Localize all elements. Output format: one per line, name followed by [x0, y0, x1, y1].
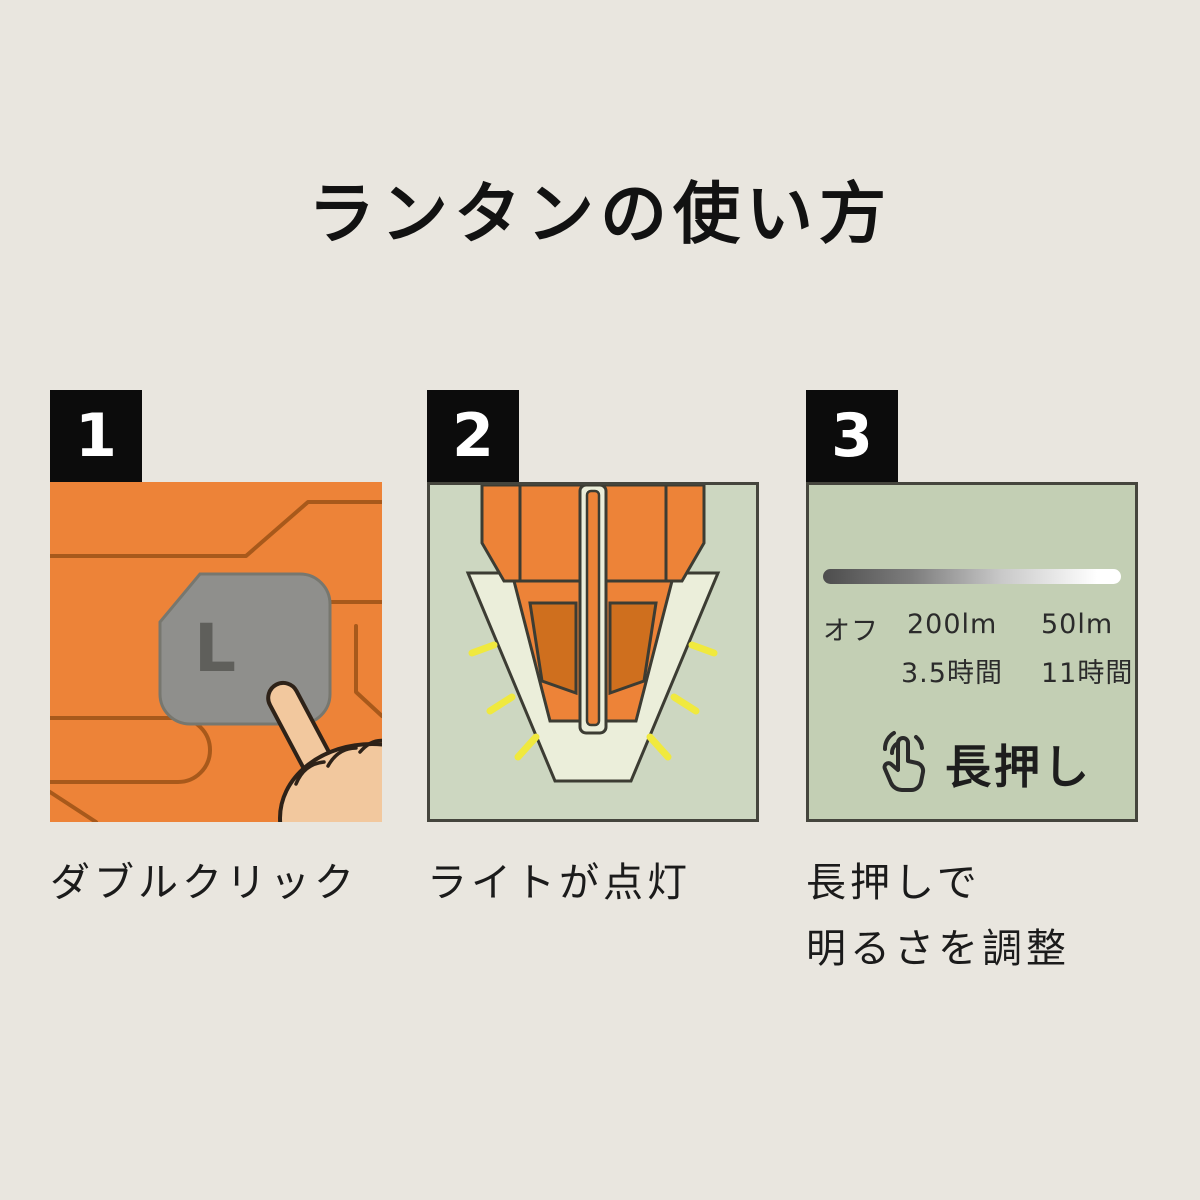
tap-finger-icon	[882, 731, 926, 793]
step-2-number-badge: 2	[427, 390, 519, 482]
brightness-gradient-bar	[823, 569, 1121, 584]
page-title: ランタンの使い方	[308, 175, 892, 253]
lantern-button-press-illustration	[50, 500, 382, 822]
lantern-button-label: L	[193, 610, 237, 687]
mode-off-label: オフ	[823, 616, 879, 647]
step-2: 2	[427, 390, 759, 916]
step-3: 3 オフ 200lm 50lm 3.5時間 11時間 長押し 長押しで 明るさを…	[806, 390, 1138, 982]
step-3-caption-line-2: 明るさを調整	[806, 926, 1070, 972]
step-3-illustration: オフ 200lm 50lm 3.5時間 11時間 長押し	[806, 482, 1138, 822]
step-1-illustration: L	[50, 482, 382, 822]
mode-high-label: 200lm	[907, 609, 998, 640]
step-3-caption-line-1: 長押しで	[806, 860, 981, 906]
step-1-number-badge: 1	[50, 390, 142, 482]
step-2-illustration	[427, 482, 759, 822]
lantern-lit-illustration	[465, 485, 721, 783]
step-3-caption: 長押しで 明るさを調整	[806, 850, 1138, 982]
step-2-caption: ライトが点灯	[427, 860, 691, 906]
runtime-low-label: 11時間	[1041, 658, 1134, 689]
step-1-caption: ダブルクリック	[50, 860, 358, 906]
long-press-label: 長押し	[945, 740, 1092, 794]
step-1: 1	[50, 390, 382, 916]
step-3-number-badge: 3	[806, 390, 898, 482]
runtime-high-label: 3.5時間	[901, 658, 1003, 689]
mode-low-label: 50lm	[1041, 609, 1114, 640]
pointing-hand-icon	[266, 680, 382, 822]
light-rays-icon	[468, 641, 718, 761]
